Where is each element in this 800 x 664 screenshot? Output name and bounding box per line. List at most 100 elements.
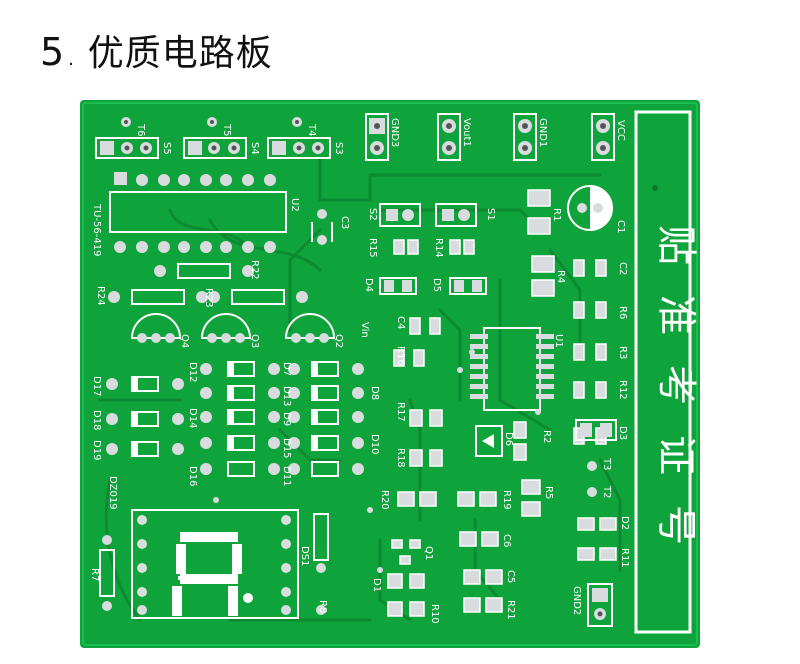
label-r18: R18 [395,448,406,468]
label-d13: D13 [281,386,292,406]
label-d3: D3 [617,426,628,440]
label-q1: Q1 [423,546,434,560]
label-d9: D9 [281,412,292,426]
label-u2: U2 [289,198,300,212]
label-r5: R5 [543,486,554,499]
heading-number: 5 [40,30,65,74]
label-s2: S2 [367,208,378,221]
label-d4: D4 [363,278,374,292]
label-r14: R14 [433,238,444,258]
diode-d4 [379,277,417,295]
ic-u1 [470,327,554,411]
label-u1: U1 [553,334,564,348]
label-d15: D15 [281,438,292,458]
label-s3: S3 [333,142,344,155]
vias [213,349,541,573]
label-c6: C6 [501,534,512,547]
label-r3: R3 [617,346,628,359]
banner-char: 号 [653,505,699,545]
label-d19: D19 [91,440,102,460]
header-t6 [95,117,159,159]
diode-d5 [449,277,487,295]
switch-s1 [435,203,477,227]
capacitor-c1 [567,185,613,231]
banner-char: 准 [653,295,699,335]
label-d16: D16 [187,466,198,486]
label-r23: R23 [203,288,214,308]
label-gnd3: GND3 [389,118,400,147]
label-r4: R4 [555,270,566,283]
label-s1: S1 [485,208,496,221]
label-r11: R11 [619,548,630,568]
label-d6: D6 [503,432,514,446]
label-r6: R6 [617,306,628,319]
label-c2: C2 [617,262,628,275]
connector-vcc [591,113,615,161]
diode-d6 [475,425,503,457]
transistor-q4 [130,313,182,343]
label-gnd1: GND1 [537,118,548,147]
label-vcc: VCC [615,120,626,141]
banner-char: 证 [653,435,699,475]
label-r22: R22 [249,260,260,280]
label-c5: C5 [505,570,516,583]
board-body [80,100,700,648]
label-r1: R1 [551,208,562,221]
label-d10: D10 [369,434,380,454]
pcb-board-photo: 贴 准 考 证 号 [80,100,700,648]
connector-gnd3 [365,113,389,161]
seven-segment-display [131,509,299,619]
label-d8: D8 [369,386,380,400]
label-r15: R15 [367,238,378,258]
label-c1: C1 [615,220,626,233]
label-q4: Q4 [179,334,190,348]
switch-s2 [379,203,421,227]
ic-u2 [109,191,287,233]
diode-d3 [575,419,617,441]
label-d14: D14 [187,408,198,428]
banner-text: 贴 准 考 证 号 [653,225,699,545]
label-d1: D1 [371,578,382,592]
label-d12: D12 [187,362,198,382]
label-c4: C4 [395,316,406,329]
label-r2: R2 [541,430,552,443]
label-s5: S5 [161,142,172,155]
label-r10: R10 [429,604,440,624]
banner-char: 考 [653,365,699,405]
label-vin: Vin [359,322,370,338]
label-r17: R17 [395,402,406,422]
label-tu: TU-56-419 [91,203,102,256]
heading-title: 优质电路板 [87,33,273,74]
u2-pins [114,172,276,253]
label-q2: Q2 [333,334,344,348]
label-r12: R12 [617,380,628,400]
label-d2: D2 [619,516,630,530]
label-r24: R24 [95,286,106,306]
resistor-r7 [99,535,115,611]
capacitor-c3 [311,209,333,245]
resistor-r22 [154,263,254,279]
label-q3: Q3 [249,334,260,348]
transistor-q2 [284,313,336,343]
label-t6: T6 [135,123,146,136]
resistor-r23 [208,289,308,305]
label-d7: D7 [281,362,292,376]
label-d18: D18 [91,410,102,430]
label-d17: D17 [91,376,102,396]
label-vout1: Vout1 [461,118,472,147]
test-points [587,461,597,497]
label-t2: T2 [601,485,612,498]
header-t4 [267,117,331,159]
label-t5: T5 [221,123,232,136]
diode-array [106,361,364,477]
banner-char: 贴 [653,225,699,265]
label-r21: R21 [505,600,516,620]
label-t3: T3 [601,457,612,470]
label-d5: D5 [431,278,442,292]
label-t4: T4 [306,123,317,136]
label-dz019: DZ019 [107,476,118,510]
label-ds1: DS1 [299,546,310,566]
label-d11: D11 [281,466,292,486]
exam-number-banner [634,110,692,634]
page-heading: 5 . 优质电路板 [40,24,273,74]
